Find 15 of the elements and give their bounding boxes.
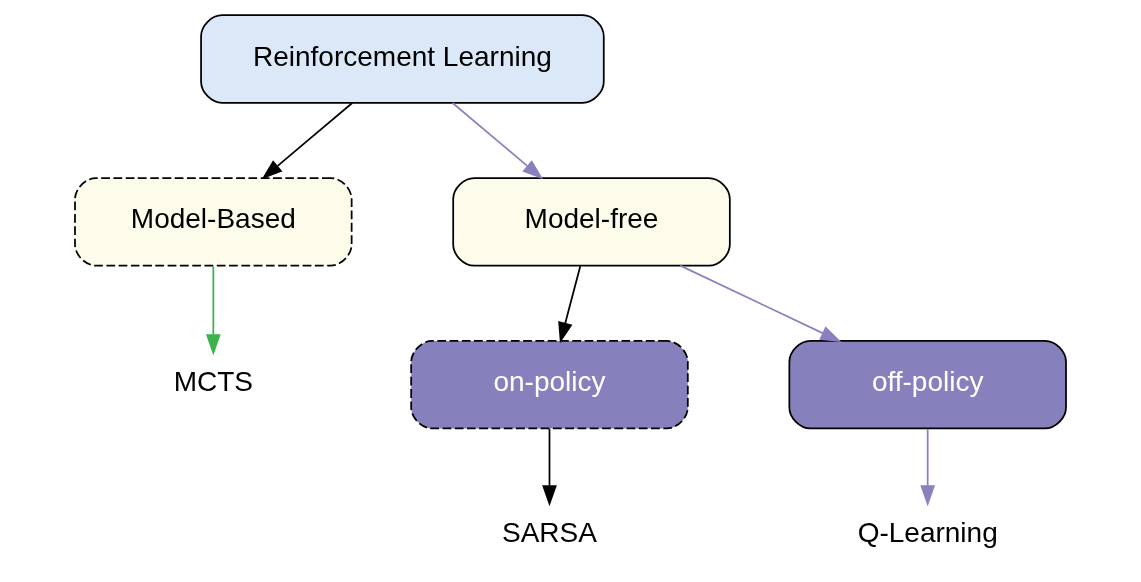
node-box: on-policy — [410, 340, 689, 430]
arrow — [261, 102, 354, 180]
node-box: Model-Based — [74, 177, 353, 267]
arrow — [542, 428, 557, 507]
arrow — [679, 264, 842, 343]
arrow — [205, 265, 221, 356]
node-text: Q-Learning — [857, 516, 998, 548]
node-box: Reinforcement Learning — [200, 14, 605, 104]
arrow — [920, 428, 936, 507]
node-box: Model-free — [452, 177, 731, 267]
arrow — [451, 102, 544, 180]
node-text: SARSA — [502, 516, 597, 548]
arrow — [558, 265, 582, 344]
node-text: MCTS — [173, 366, 253, 398]
node-box: off-policy — [788, 340, 1067, 430]
